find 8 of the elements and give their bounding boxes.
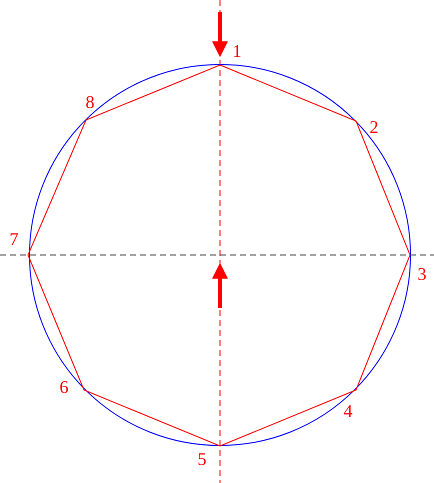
point-number: 7 (10, 229, 18, 249)
point-number: 8 (86, 92, 94, 112)
point-number: 4 (344, 401, 352, 421)
point-number: 6 (60, 377, 68, 397)
point-number: 2 (370, 117, 378, 137)
point-number: 5 (198, 449, 206, 469)
point-number: 3 (418, 264, 426, 284)
point-number: 1 (232, 41, 242, 61)
